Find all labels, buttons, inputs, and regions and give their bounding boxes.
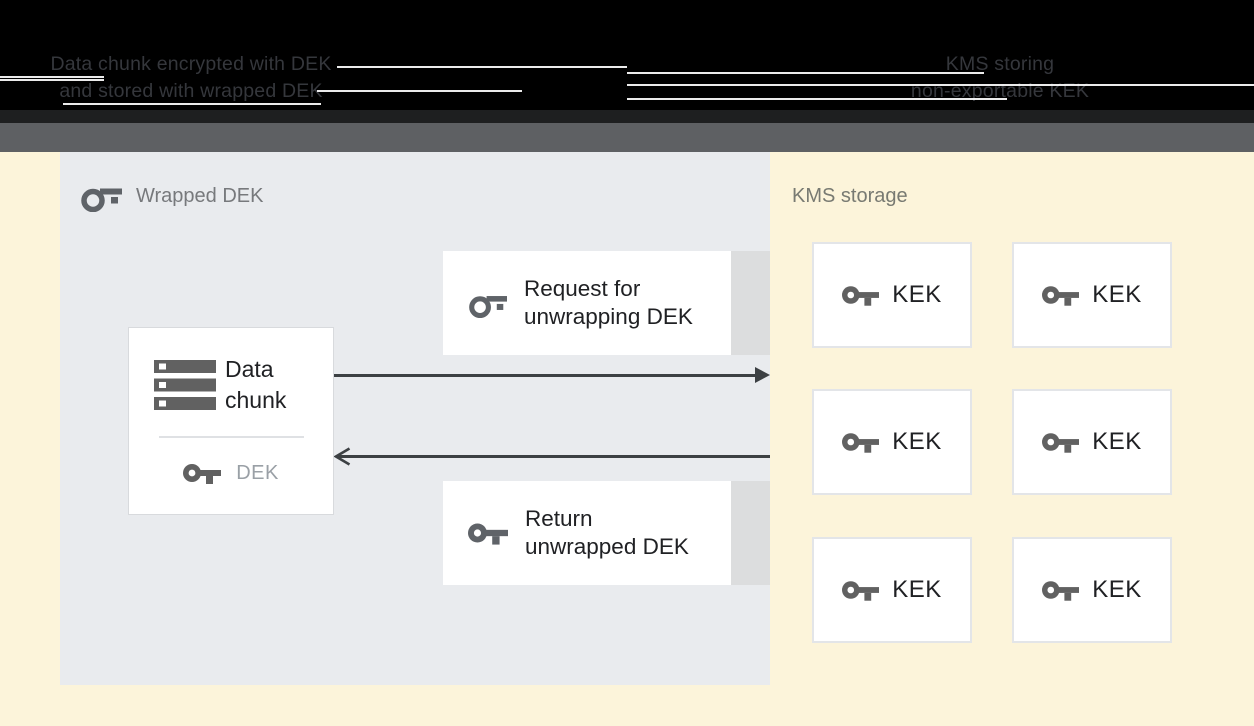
kek-box: KEK: [812, 242, 972, 348]
artifact-line: [337, 66, 627, 68]
artifact-line: [0, 76, 104, 78]
header-sub-band: [0, 110, 1254, 123]
kek-label: KEK: [1092, 576, 1142, 603]
artifact-line: [0, 79, 104, 81]
artifact-line: [627, 72, 984, 74]
arrow-left-head-icon: [334, 447, 351, 466]
header-band: Data chunk encrypted with DEK and stored…: [0, 0, 1254, 123]
artifact-line: [627, 98, 1007, 100]
request-label: Request for unwrapping DEK: [524, 276, 693, 329]
key-outline-icon: [468, 288, 507, 318]
kek-box: KEK: [1012, 537, 1172, 643]
kms-storage-label: KMS storage: [792, 185, 908, 207]
key-icon: [842, 286, 880, 306]
kek-box: KEK: [812, 537, 972, 643]
kek-box: KEK: [1012, 242, 1172, 348]
annotation-line: Data chunk encrypted with DEK: [50, 53, 332, 75]
wrapped-dek-label: Wrapped DEK: [136, 184, 264, 207]
key-icon: [1042, 433, 1080, 453]
annotation-line: non-exportable KEK: [910, 80, 1090, 102]
arrow-left-line: [337, 455, 770, 458]
dek-label: DEK: [236, 461, 279, 484]
arrow-right-head-icon: [755, 367, 770, 383]
dek-row: DEK: [129, 461, 333, 485]
key-icon: [468, 523, 508, 545]
wrapped-dek-panel: Wrapped DEK Data chunk DEK: [60, 152, 770, 685]
kek-box: KEK: [1012, 389, 1172, 495]
divider: [159, 436, 304, 438]
return-box-shadow: [731, 481, 770, 585]
wrapped-dek-header: Wrapped DEK: [80, 178, 263, 214]
artifact-line: [627, 84, 1254, 86]
annotation-line: and stored with wrapped DEK: [59, 80, 323, 102]
key-icon: [842, 433, 880, 453]
kek-box: KEK: [812, 389, 972, 495]
request-box: Request for unwrapping DEK: [443, 251, 731, 355]
annotation-kms: KMS storing non-exportable KEK: [835, 51, 1165, 105]
key-outline-icon: [80, 180, 122, 212]
artifact-line: [63, 103, 321, 105]
server-icon: [154, 360, 216, 410]
data-chunk-row: Data chunk: [154, 354, 286, 416]
key-icon: [183, 464, 222, 484]
request-box-shadow: [731, 251, 770, 355]
annotation-line: KMS storing: [945, 53, 1055, 75]
divider-bar: [0, 123, 1254, 152]
arrow-right-line: [334, 374, 757, 377]
key-icon: [842, 581, 880, 601]
kek-label: KEK: [892, 281, 942, 308]
data-chunk-box: Data chunk DEK: [128, 327, 334, 515]
return-box: Return unwrapped DEK: [443, 481, 731, 585]
key-icon: [1042, 581, 1080, 601]
kek-label: KEK: [892, 576, 942, 603]
data-chunk-title: Data chunk: [225, 356, 287, 413]
return-label: Return unwrapped DEK: [525, 506, 689, 559]
key-icon: [1042, 286, 1080, 306]
annotation-data-chunk: Data chunk encrypted with DEK and stored…: [26, 51, 356, 105]
kek-label: KEK: [892, 428, 942, 455]
kek-label: KEK: [1092, 281, 1142, 308]
kek-label: KEK: [1092, 428, 1142, 455]
artifact-line: [317, 90, 522, 92]
